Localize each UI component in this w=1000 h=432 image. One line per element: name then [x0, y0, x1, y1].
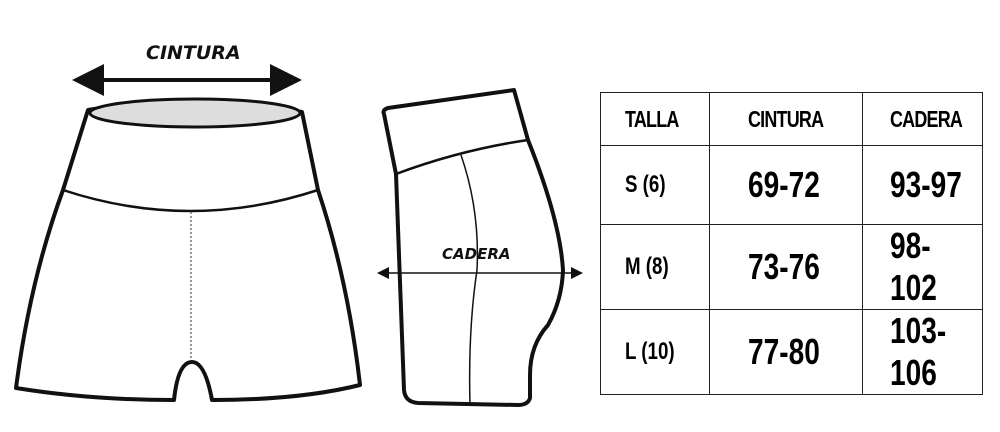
waist-cell: 77-80 — [709, 309, 863, 395]
waistband-seam — [62, 188, 319, 213]
header-hip: CADERA — [861, 92, 984, 146]
size-chart-table: TALLA CINTURA CADERA S (6) 69-72 93-97 M… — [599, 92, 984, 395]
hip-cell: 103-106 — [861, 309, 984, 395]
side-view-shorts — [377, 88, 583, 407]
waist-opening — [88, 97, 302, 129]
hip-cell: 98-102 — [861, 224, 984, 310]
waist-cell: 69-72 — [709, 145, 863, 225]
table-header-row: TALLA CINTURA CADERA — [599, 92, 984, 146]
hip-label: CADERA — [442, 245, 511, 263]
table-row: M (8) 73-76 98-102 — [599, 224, 984, 310]
table-row: L (10) 77-80 103-106 — [599, 309, 984, 395]
size-cell: S (6) — [599, 145, 711, 225]
waist-label: CINTURA — [146, 42, 241, 64]
side-outline — [381, 88, 565, 407]
size-cell: L (10) — [599, 309, 711, 395]
size-cell: M (8) — [599, 224, 711, 310]
header-size: TALLA — [599, 92, 711, 146]
hip-cell: 93-97 — [861, 145, 984, 225]
waist-cell: 73-76 — [709, 224, 863, 310]
header-waist: CINTURA — [709, 92, 863, 146]
side-waistband-seam — [395, 138, 529, 176]
table-row: S (6) 69-72 93-97 — [599, 145, 984, 225]
front-outline — [14, 99, 362, 402]
front-view-shorts — [14, 64, 362, 402]
